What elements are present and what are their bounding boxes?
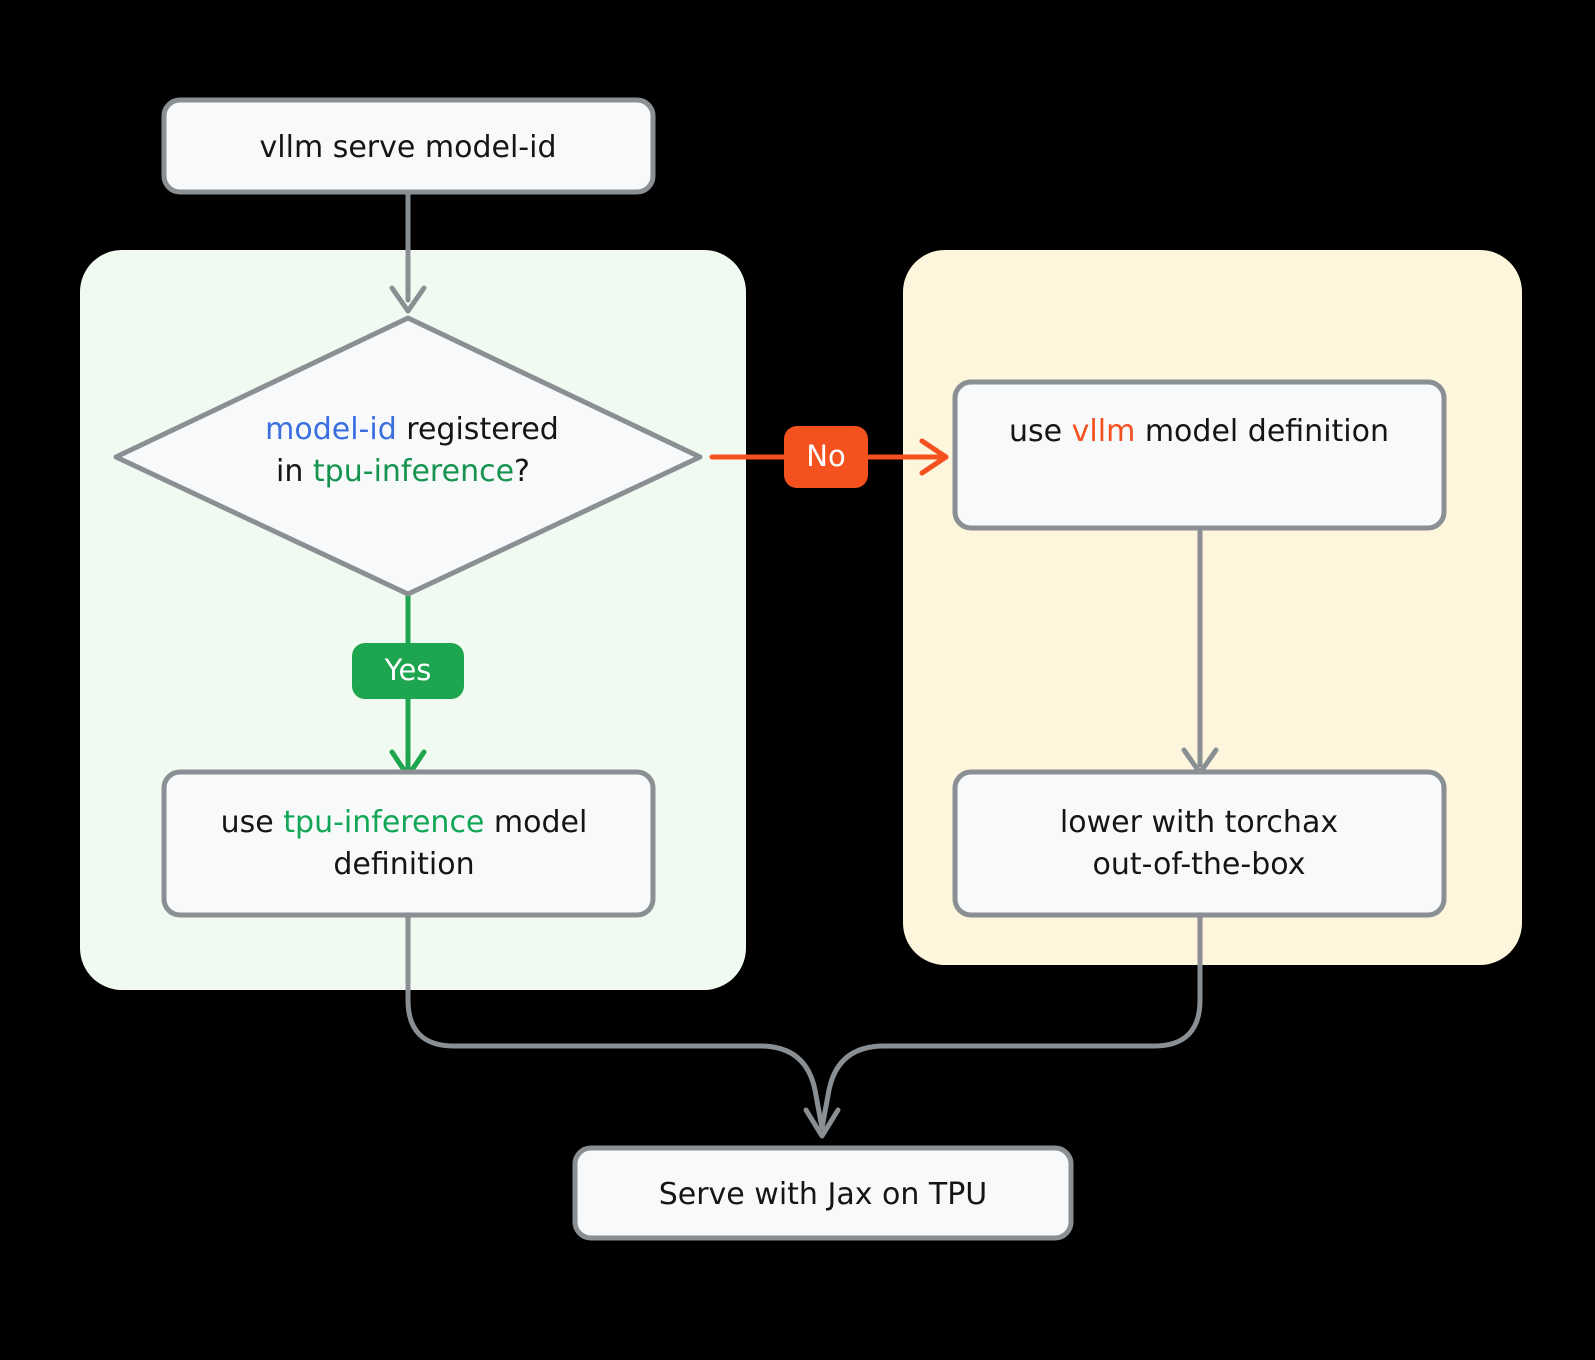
edge-label-yes[interactable]: Yes xyxy=(352,643,464,699)
use-tpu-line-1: use tpu-inference model xyxy=(221,805,588,840)
torchax-line-2: out-of-the-box xyxy=(1093,847,1306,882)
edge-torchax-to-serve xyxy=(803,912,1203,1139)
node-vllm-serve[interactable]: vllm serve model-id xyxy=(161,97,656,195)
node-use-vllm-model-definition[interactable]: use vllm model definition xyxy=(952,379,1447,531)
node-use-tpu-inference-model-definition[interactable]: use tpu-inference model definition xyxy=(161,769,656,918)
decision-line-1: model-id registered xyxy=(265,412,559,447)
node-model-id-registered[interactable]: model-id registered in tpu-inference? xyxy=(113,315,703,597)
use-vllm-label: use vllm model definition xyxy=(1009,414,1389,449)
serve-jax-label: Serve with Jax on TPU xyxy=(659,1177,988,1212)
edge-label-yes-text: Yes xyxy=(384,653,432,687)
edge-start-to-decision xyxy=(389,189,427,314)
decision-line-2: in tpu-inference? xyxy=(276,454,530,489)
edge-label-no-text: No xyxy=(806,439,845,473)
use-tpu-line-2: definition xyxy=(333,847,474,882)
edge-label-no[interactable]: No xyxy=(784,426,868,488)
node-lower-with-torchax[interactable]: lower with torchax out-of-the-box xyxy=(952,769,1447,918)
torchax-line-1: lower with torchax xyxy=(1060,805,1338,840)
edge-tpu-to-serve xyxy=(405,912,825,1131)
node-serve-with-jax-on-tpu[interactable]: Serve with Jax on TPU xyxy=(572,1145,1074,1241)
node-vllm-serve-label: vllm serve model-id xyxy=(260,130,557,165)
edge-decision-no xyxy=(709,438,949,476)
